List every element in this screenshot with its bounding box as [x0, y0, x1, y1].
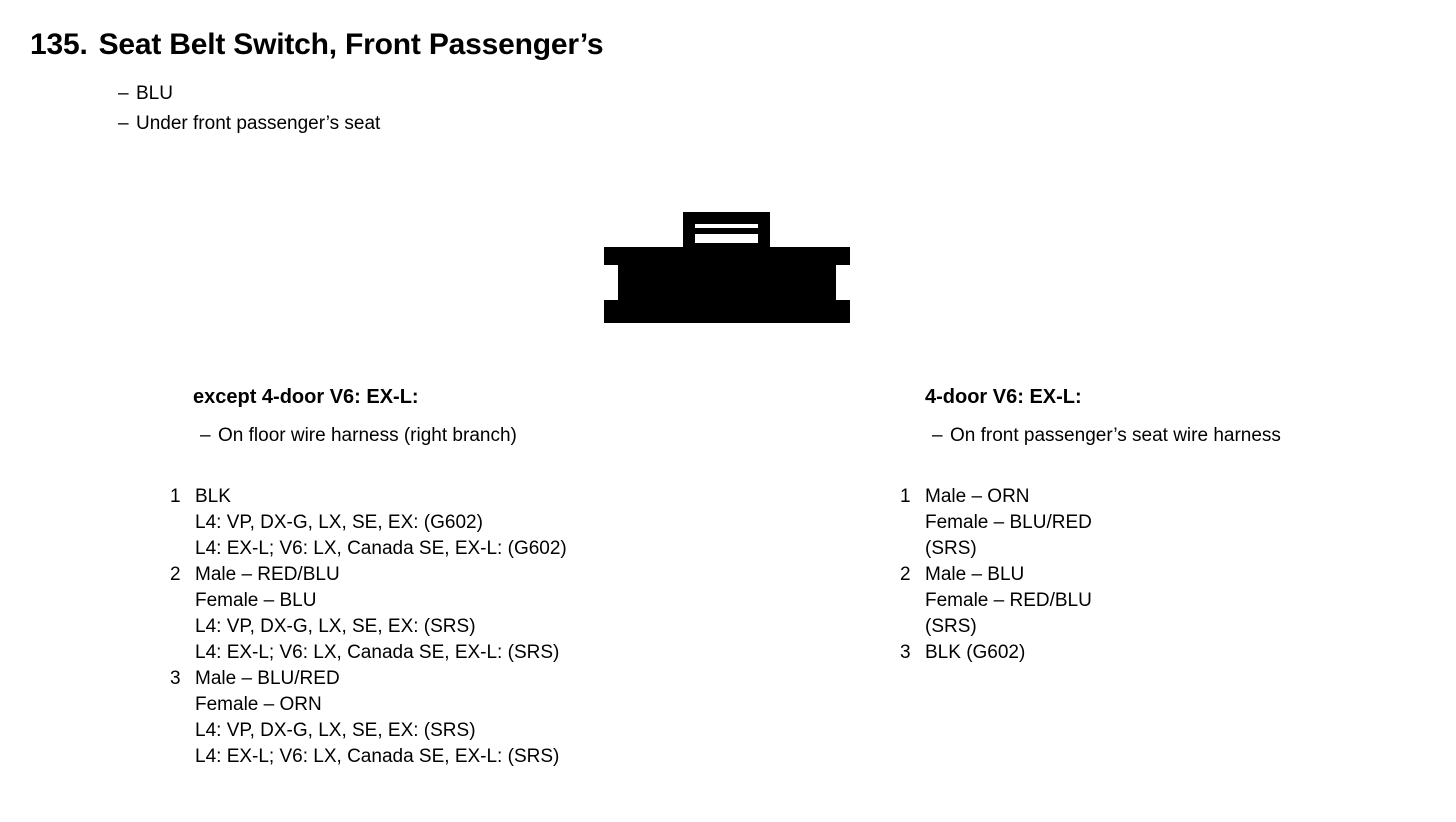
pin-line: L4: EX-L; V6: LX, Canada SE, EX-L: (SRS): [195, 642, 560, 663]
pin-line: L4: EX-L; V6: LX, Canada SE, EX-L: (G602…: [195, 538, 567, 559]
pin-entry-number: 2: [170, 564, 181, 585]
pin-line: L4: EX-L; V6: LX, Canada SE, EX-L: (SRS): [195, 746, 560, 767]
connector-path: [604, 216, 850, 323]
pin-entry: 3 BLK (G602): [900, 640, 1092, 666]
dash-icon: –: [118, 113, 129, 134]
pin-entry-number: 1: [170, 486, 181, 507]
connector-body-bottom-rail: [634, 300, 820, 308]
variant-block-4-door-v6-ex-l: 4-door V6: EX-L: – On front passenger’s …: [925, 384, 1281, 449]
pin-line: Male – BLU: [925, 564, 1025, 585]
pin-entry-number: 3: [900, 642, 911, 663]
connector-body: [604, 216, 850, 323]
connector-diagram: 1 2 3: [596, 206, 860, 332]
pin-line: (SRS): [925, 616, 977, 637]
connector-body-left-wall: [618, 257, 626, 323]
connector-divider-1-2: [684, 247, 692, 308]
connector-pin-label-3: 3: [793, 268, 804, 289]
pin-line: Male – RED/BLU: [195, 564, 340, 585]
variant-heading: except 4-door V6: EX-L:: [193, 386, 419, 408]
pin-entry-number: 1: [900, 486, 911, 507]
connector-flange-top: [604, 247, 850, 255]
connector-bottom-right-riser: [812, 300, 820, 323]
connector-pin-label-2: 2: [721, 268, 732, 289]
connector-tab-bar-1: [691, 228, 762, 234]
connector-flange-right-stub: [842, 247, 850, 265]
header-bullet-item: – Under front passenger’s seat: [118, 109, 380, 139]
connector-bottom-left-riser: [634, 300, 642, 323]
header-bullet-list: – BLU – Under front passenger’s seat: [118, 79, 380, 139]
pin-entry: 2 Male – RED/BLU Female – BLU L4: VP, DX…: [170, 562, 567, 666]
dash-icon: –: [932, 425, 943, 446]
page-title-text: Seat Belt Switch, Front Passenger’s: [98, 28, 604, 61]
connector-flange-left-notch: [604, 257, 626, 265]
pin-line: Female – RED/BLU: [925, 590, 1092, 611]
pin-line: L4: VP, DX-G, LX, SE, EX: (SRS): [195, 616, 476, 637]
header-bullet-text: BLU: [136, 83, 173, 104]
pin-entry-number: 2: [900, 564, 911, 585]
pin-line: Female – BLU/RED: [925, 512, 1092, 533]
pin-entry: 1 BLK L4: VP, DX-G, LX, SE, EX: (G602) L…: [170, 484, 567, 562]
pin-line: Male – BLU/RED: [195, 668, 340, 689]
pin-line: Female – BLU: [195, 590, 317, 611]
connector-flange-right-notch: [828, 257, 850, 265]
connector-foot-right: [812, 315, 836, 323]
connector-foot-left: [618, 315, 642, 323]
connector-outline-svg: 1 2 3: [604, 212, 850, 323]
variant-subtitle-text: On floor wire harness (right branch): [218, 425, 517, 446]
pin-list-except-4-door-v6-ex-l: 1 BLK L4: VP, DX-G, LX, SE, EX: (G602) L…: [170, 484, 567, 770]
pin-entry: 3 Male – BLU/RED Female – ORN L4: VP, DX…: [170, 666, 567, 770]
pin-line: BLK: [195, 486, 231, 507]
pin-entry-lines: Male – BLU Female – RED/BLU (SRS): [925, 562, 1092, 640]
connector-body-right-wall: [828, 257, 836, 323]
variant-subtitle: – On front passenger’s seat wire harness: [932, 423, 1281, 449]
pin-entry-lines: Male – BLU/RED Female – ORN L4: VP, DX-G…: [195, 666, 567, 770]
pin-line: L4: VP, DX-G, LX, SE, EX: (G602): [195, 512, 483, 533]
connector-pin-label-1: 1: [652, 268, 663, 289]
pin-entry-lines: Male – ORN Female – BLU/RED (SRS): [925, 484, 1092, 562]
pin-line: Male – ORN: [925, 486, 1030, 507]
variant-subtitle-text: On front passenger’s seat wire harness: [950, 425, 1281, 446]
connector-tab-bar-2: [691, 243, 762, 249]
pin-line: BLK (G602): [925, 642, 1026, 663]
variant-subtitle: – On floor wire harness (right branch): [200, 423, 517, 449]
pin-entry: 1 Male – ORN Female – BLU/RED (SRS): [900, 484, 1092, 562]
pin-entry-number: 3: [170, 668, 181, 689]
pin-entry: 2 Male – BLU Female – RED/BLU (SRS): [900, 562, 1092, 640]
dash-icon: –: [200, 425, 211, 446]
page-title-number: 135.: [30, 28, 88, 61]
header-bullet-text: Under front passenger’s seat: [136, 113, 381, 134]
pin-entry-lines: BLK (G602): [925, 640, 1092, 666]
pin-line: L4: VP, DX-G, LX, SE, EX: (SRS): [195, 720, 476, 741]
pin-line: Female – ORN: [195, 694, 322, 715]
header-bullet-item: – BLU: [118, 79, 380, 109]
pin-entry-lines: BLK L4: VP, DX-G, LX, SE, EX: (G602) L4:…: [195, 484, 567, 562]
pin-entry-lines: Male – RED/BLU Female – BLU L4: VP, DX-G…: [195, 562, 567, 666]
page-title: 135. Seat Belt Switch, Front Passenger’s: [30, 28, 604, 62]
connector-flange-left-stub: [604, 247, 612, 265]
variant-block-except-4-door-v6-ex-l: except 4-door V6: EX-L: – On floor wire …: [193, 384, 517, 449]
variant-heading: 4-door V6: EX-L:: [925, 386, 1082, 408]
pin-list-4-door-v6-ex-l: 1 Male – ORN Female – BLU/RED (SRS) 2 Ma…: [900, 484, 1092, 666]
pin-line: (SRS): [925, 538, 977, 559]
dash-icon: –: [118, 83, 129, 104]
connector-divider-2-3: [762, 247, 770, 308]
